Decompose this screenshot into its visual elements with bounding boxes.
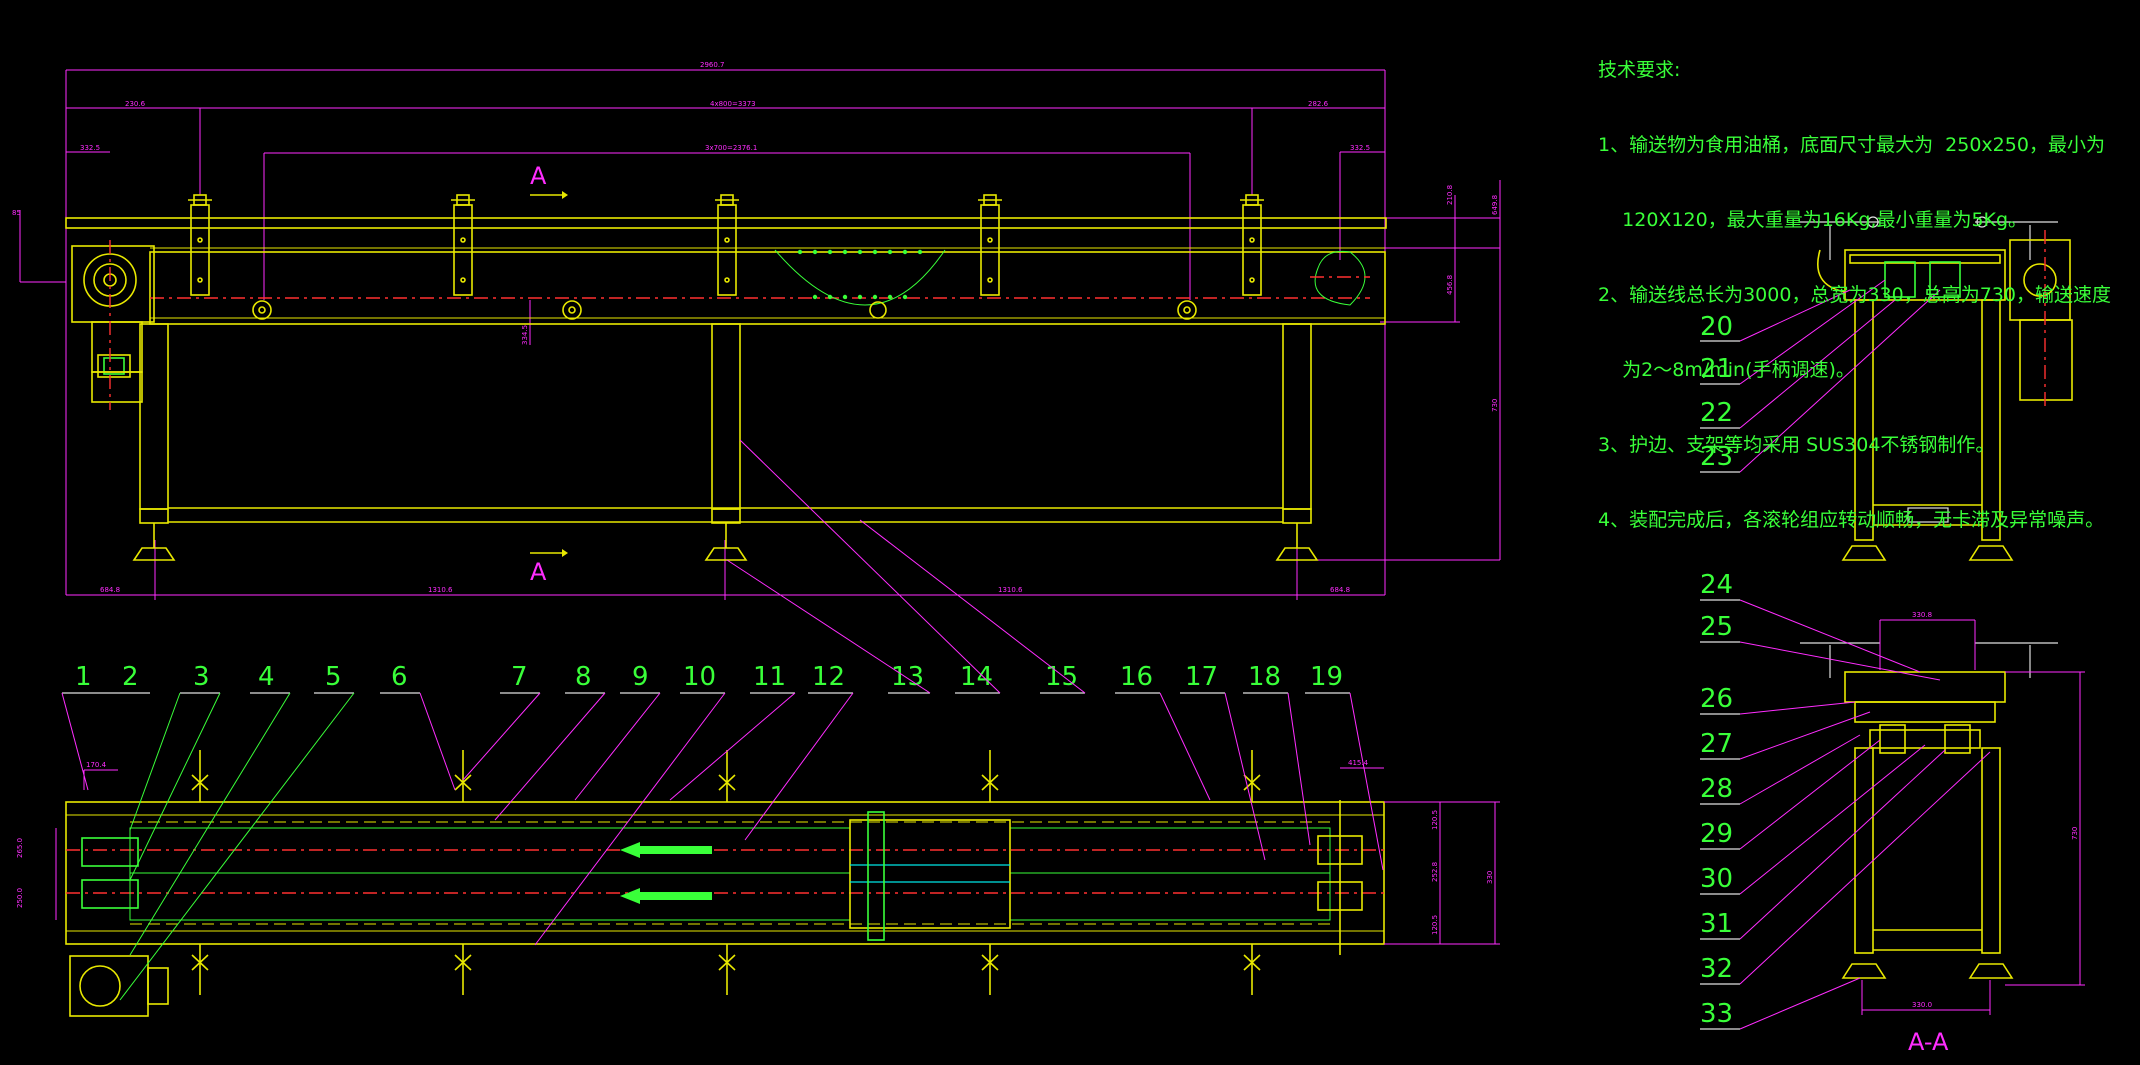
part-13: 13 bbox=[891, 662, 924, 692]
dim-right-small: 332.5 bbox=[1350, 144, 1370, 152]
part-8: 8 bbox=[575, 662, 592, 692]
notes-line-6: 4、装配完成后，各滚轮组应转动顺畅，无卡滞及异常噪声。 bbox=[1598, 509, 2105, 531]
part-27: 27 bbox=[1700, 729, 1733, 759]
dim-plan-right-small: 415.4 bbox=[1348, 759, 1369, 767]
notes-line-3: 2、输送线总长为3000，总宽为330，总高为730，输送速度 bbox=[1598, 284, 2111, 306]
part-26: 26 bbox=[1700, 684, 1733, 714]
part-29: 29 bbox=[1700, 819, 1733, 849]
part-12: 12 bbox=[812, 662, 845, 692]
dim-side-height: 730 bbox=[2071, 827, 2079, 840]
plan-clamps bbox=[191, 750, 1261, 995]
notes-line-4: 为2～8m/min(手柄调速)。 bbox=[1598, 359, 1855, 381]
dim-span-outer: 4x800=3373 bbox=[710, 100, 756, 108]
chain-section-left bbox=[129, 827, 851, 921]
part-callouts-top: 1 2 3 4 5 6 7 8 9 10 11 12 13 14 15 16 1… bbox=[61, 439, 1384, 1001]
part-callouts-side: 20 21 22 23 24 25 26 27 28 29 30 31 32 3… bbox=[1700, 279, 1991, 1030]
dim-total-length: 2960.7 bbox=[700, 61, 725, 69]
part-5: 5 bbox=[325, 662, 342, 692]
rail-clamps bbox=[188, 194, 1264, 296]
part-11: 11 bbox=[753, 662, 786, 692]
notes-line-5: 3、护边、支架等均采用 SUS304不锈钢制作。 bbox=[1598, 434, 1995, 456]
dim-left-vertical: 85 bbox=[12, 209, 21, 217]
chain-section-right bbox=[1009, 827, 1331, 921]
notes-title: 技术要求: bbox=[1598, 59, 1681, 81]
part-19: 19 bbox=[1310, 662, 1343, 692]
side-view-upper bbox=[1800, 216, 2073, 561]
dim-side-base: 330.0 bbox=[1912, 1001, 1932, 1009]
part-18: 18 bbox=[1248, 662, 1281, 692]
dim-pitch: 334.5 bbox=[521, 325, 529, 345]
dim-plan-left-b: 250.0 bbox=[16, 888, 24, 908]
dim-plan-top-small: 170.4 bbox=[86, 761, 107, 769]
part-14: 14 bbox=[960, 662, 993, 692]
dim-plan-left-a: 265.0 bbox=[16, 838, 24, 858]
part-10: 10 bbox=[683, 662, 716, 692]
part-16: 16 bbox=[1120, 662, 1153, 692]
dim-base-mid2: 1310.6 bbox=[998, 586, 1023, 594]
part-24: 24 bbox=[1700, 570, 1733, 600]
part-7: 7 bbox=[511, 662, 528, 692]
adjustable-feet bbox=[132, 523, 1319, 561]
dim-height-total: 730 bbox=[1491, 399, 1499, 412]
dim-right-offset: 282.6 bbox=[1308, 100, 1329, 108]
drive-motor bbox=[71, 240, 155, 410]
dim-height-rail: 649.8 bbox=[1491, 195, 1499, 215]
dim-plan-b: 252.8 bbox=[1431, 862, 1439, 882]
part-9: 9 bbox=[632, 662, 649, 692]
side-view-lower: 330.8 730 330.0 bbox=[1800, 611, 2085, 1015]
section-mark-bottom: A bbox=[530, 558, 547, 586]
dim-plan-width: 330 bbox=[1486, 871, 1494, 884]
dim-left-small: 332.5 bbox=[80, 144, 100, 152]
dim-plan-c: 120.5 bbox=[1431, 915, 1439, 935]
technical-requirements: 技术要求: 1、输送物为食用油桶，底面尺寸最大为 250x250，最小为 120… bbox=[1598, 8, 2111, 558]
dim-height-upper: 210.8 bbox=[1446, 185, 1454, 205]
dim-side-width: 330.8 bbox=[1912, 611, 1932, 619]
part-33: 33 bbox=[1700, 999, 1733, 1029]
notes-line-1: 1、输送物为食用油桶，底面尺寸最大为 250x250，最小为 bbox=[1598, 134, 2105, 156]
dim-left-offset: 230.6 bbox=[125, 100, 146, 108]
part-22: 22 bbox=[1700, 398, 1733, 428]
part-1: 1 bbox=[75, 662, 92, 692]
dim-base-right: 684.8 bbox=[1330, 586, 1350, 594]
dim-plan-a: 120.5 bbox=[1431, 810, 1439, 830]
dim-height-mid: 456.8 bbox=[1446, 275, 1454, 295]
part-2: 2 bbox=[122, 662, 139, 692]
plan-view: 120.5 252.8 120.5 330 265.0 250.0 170.4 … bbox=[16, 750, 1500, 1017]
part-31: 31 bbox=[1700, 909, 1733, 939]
notes-line-2: 120X120，最大重量为16Kg,最小重量为5Kg。 bbox=[1598, 209, 2028, 231]
elevation-view: 2960.7 4x800=3373 3x700=2376.1 230.6 282… bbox=[12, 61, 1501, 600]
part-32: 32 bbox=[1700, 954, 1733, 984]
section-view-label: A-A bbox=[1908, 1028, 1949, 1056]
part-17: 17 bbox=[1185, 662, 1218, 692]
part-20: 20 bbox=[1700, 312, 1733, 342]
part-30: 30 bbox=[1700, 864, 1733, 894]
section-mark-top: A bbox=[530, 162, 547, 190]
part-6: 6 bbox=[391, 662, 408, 692]
dim-base-left: 684.8 bbox=[100, 586, 120, 594]
dim-base-mid1: 1310.6 bbox=[428, 586, 453, 594]
part-4: 4 bbox=[258, 662, 275, 692]
part-3: 3 bbox=[193, 662, 210, 692]
breakout-chain-dots bbox=[797, 249, 923, 300]
part-21: 21 bbox=[1700, 354, 1733, 384]
part-23: 23 bbox=[1700, 442, 1733, 472]
dim-span-inner: 3x700=2376.1 bbox=[705, 144, 757, 152]
part-28: 28 bbox=[1700, 774, 1733, 804]
part-25: 25 bbox=[1700, 612, 1733, 642]
